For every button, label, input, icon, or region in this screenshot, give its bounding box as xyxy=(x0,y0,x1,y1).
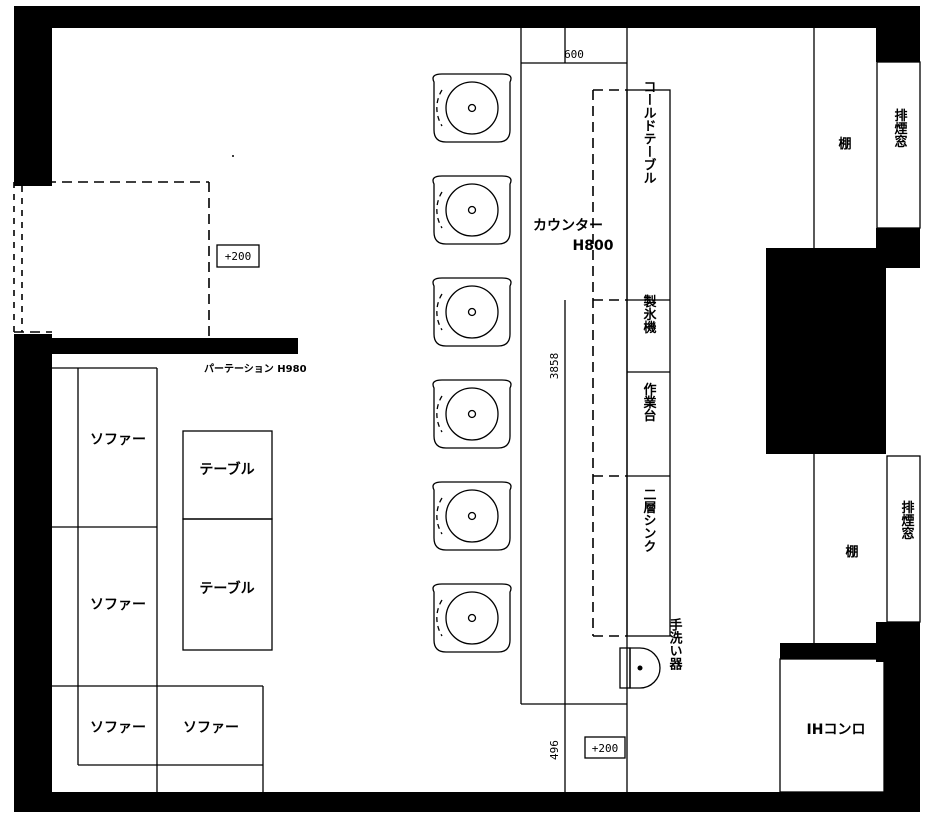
stool xyxy=(432,277,512,347)
stool xyxy=(432,175,512,245)
stool-back-arc xyxy=(436,89,443,127)
dim-counter-width: 600 xyxy=(564,48,584,61)
stool-frame xyxy=(432,73,512,143)
table-2 xyxy=(182,518,273,651)
stool-seat xyxy=(445,285,499,339)
partition-wall xyxy=(52,338,298,354)
wall-left-lower xyxy=(14,334,52,812)
stool-back-arc xyxy=(436,191,443,229)
counter-height-label: H800 xyxy=(573,238,614,254)
stool-seat xyxy=(445,183,499,237)
sofa-1-label: ソファー xyxy=(90,432,146,448)
hand-wash-label: 手洗い器 xyxy=(667,617,684,671)
stool-center xyxy=(467,307,477,317)
stool-center xyxy=(467,511,477,521)
stool-frame xyxy=(432,583,512,653)
stool-center xyxy=(467,409,477,419)
cold-table-label: コールドテーブル xyxy=(641,80,657,184)
stool-back-arc xyxy=(436,395,443,433)
stool-seat xyxy=(445,591,499,645)
dim-aisle: 496 xyxy=(548,740,561,760)
wall-right-bottom xyxy=(884,646,920,812)
reference-dot xyxy=(232,155,234,157)
wall-left-upper xyxy=(14,6,52,186)
wall-right-top xyxy=(876,6,920,62)
partition-label: パーテーション H980 xyxy=(204,363,307,375)
floor-step-bottom-box xyxy=(584,736,626,759)
stool xyxy=(432,379,512,449)
stool-center xyxy=(467,103,477,113)
table-2-label: テーブル xyxy=(199,580,254,597)
hand-wash-basin xyxy=(619,647,661,689)
stool-seat xyxy=(445,81,499,135)
table-1-label: テーブル xyxy=(199,461,254,478)
floor-step-left: +200 xyxy=(225,250,252,263)
stool xyxy=(432,73,512,143)
stool-center xyxy=(467,613,477,623)
floor-step-left-box xyxy=(216,244,260,268)
ih-stove xyxy=(779,658,885,793)
sofa-3-label: ソファー xyxy=(90,720,146,736)
counter xyxy=(521,28,627,705)
ih-stove-label: IHコンロ xyxy=(807,722,866,738)
stool-frame xyxy=(432,379,512,449)
entrance-zone xyxy=(13,181,210,338)
smoke-window-bottom-label: 排煙窓 xyxy=(899,500,915,541)
floor-step-bottom: +200 xyxy=(592,742,619,755)
smoke-window-bottom xyxy=(886,455,921,623)
pillar-block xyxy=(766,248,886,454)
kitchen-equipment xyxy=(592,89,671,637)
counter-label: カウンター xyxy=(533,218,603,234)
stool xyxy=(432,583,512,653)
stool-back-arc xyxy=(436,599,443,637)
work-table-label: 作業台 xyxy=(641,382,658,423)
stool-frame xyxy=(432,481,512,551)
smoke-window-top-label: 排煙窓 xyxy=(892,108,908,149)
sofa-2-label: ソファー xyxy=(90,597,146,613)
stool-seat xyxy=(445,489,499,543)
stool-frame xyxy=(432,175,512,245)
sofa-4-label: ソファー xyxy=(183,720,239,736)
stool-seat xyxy=(445,387,499,441)
stool xyxy=(432,481,512,551)
stools xyxy=(432,73,512,653)
seating-area xyxy=(52,367,264,792)
ice-machine-label: 製氷機 xyxy=(641,294,658,335)
wall-ih-top xyxy=(780,643,886,659)
dim-counter-length: 3858 xyxy=(548,353,561,380)
smoke-window-top xyxy=(876,61,921,229)
walls xyxy=(14,6,920,812)
stool-frame xyxy=(432,277,512,347)
double-sink-label: 二層シンク xyxy=(641,488,657,553)
stool-back-arc xyxy=(436,497,443,535)
wall-bottom xyxy=(14,792,920,812)
wall-top xyxy=(14,6,920,28)
stool-center xyxy=(467,205,477,215)
stool-back-arc xyxy=(436,293,443,331)
shelf-top-label: 棚 xyxy=(838,136,851,152)
shelf-bottom-label: 棚 xyxy=(845,544,858,560)
